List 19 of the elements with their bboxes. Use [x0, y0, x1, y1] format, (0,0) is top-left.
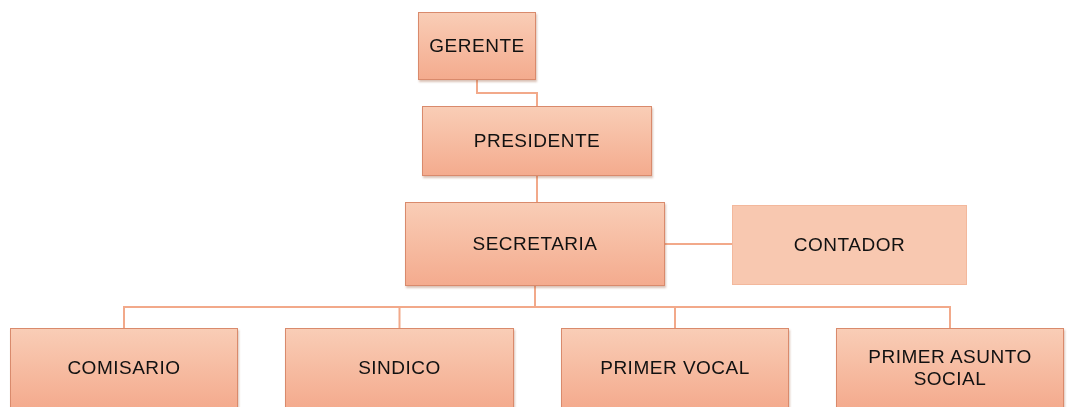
position-title: PRESIDENTE — [473, 130, 601, 152]
org-chart-box — [732, 205, 967, 285]
position-title: COMISARIO — [67, 357, 181, 379]
org-chart-box — [285, 328, 514, 407]
connector-line — [476, 79, 538, 107]
org-chart-box — [10, 328, 238, 407]
org-chart-box — [422, 106, 652, 176]
position-title: CONTADOR — [793, 234, 906, 256]
position-title: PRIMER VOCAL — [600, 357, 750, 379]
connector-line — [664, 243, 733, 245]
org-chart-box — [836, 328, 1064, 407]
org-chart-box — [418, 12, 536, 80]
position-title: PRIMER ASUNTO SOCIAL — [867, 346, 1033, 390]
position-title: SINDICO — [358, 357, 441, 379]
org-chart-box — [405, 202, 665, 286]
connector-line — [536, 175, 538, 203]
org-chart-box — [561, 328, 789, 407]
position-title: GERENTE — [429, 35, 525, 57]
position-title: SECRETARIA — [472, 233, 598, 255]
